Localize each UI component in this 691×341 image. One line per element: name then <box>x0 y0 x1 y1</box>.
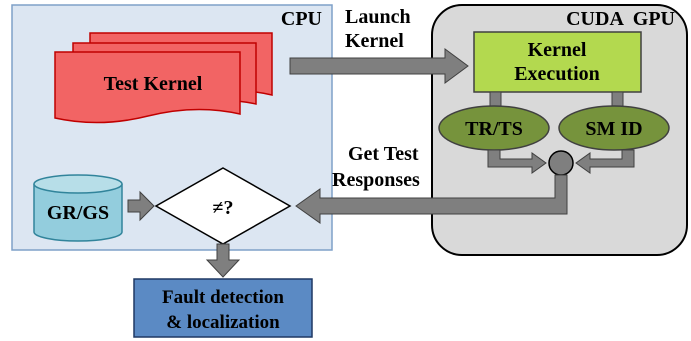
sm-id-oval <box>558 105 670 151</box>
connector-right <box>611 91 624 107</box>
gpu-label: CUDA GPU <box>566 8 675 30</box>
gr-gs-database: GR/GS <box>33 174 123 242</box>
fault-detection-label-2: & localization <box>166 312 280 333</box>
kernel-execution-label-1: Kernel <box>528 39 587 61</box>
kernel-execution-label-2: Execution <box>514 63 600 85</box>
get-test-responses-label-1: Get Test <box>348 143 419 165</box>
test-kernel-page-front <box>54 51 241 124</box>
gr-gs-cylinder-top <box>33 174 123 194</box>
test-kernel-stack: Test Kernel <box>54 32 273 124</box>
launch-kernel-label-2: Kernel <box>345 30 404 52</box>
compare-to-fault-arrow <box>205 243 241 278</box>
merge-arrow-right <box>575 149 635 174</box>
tr-ts-label: TR/TS <box>465 118 523 140</box>
merge-circle <box>548 150 574 176</box>
fault-detection-box <box>133 278 313 338</box>
merge-arrow-left <box>487 149 547 174</box>
fault-detection-label-1: Fault detection <box>162 287 284 308</box>
get-test-responses-label-2: Responses <box>332 169 420 191</box>
gr-gs-cylinder-body <box>33 184 123 242</box>
kernel-execution-box <box>473 31 642 93</box>
test-kernel-label: Test Kernel <box>104 73 203 95</box>
compare-label: ≠? <box>213 197 234 219</box>
launch-kernel-arrow <box>289 48 469 84</box>
cpu-label: CPU <box>281 8 322 30</box>
get-test-responses-arrow <box>295 174 568 224</box>
connector-left <box>489 91 502 107</box>
gr-gs-label: GR/GS <box>47 202 109 224</box>
gr-gs-to-compare-arrow <box>127 190 155 222</box>
sm-id-label: SM ID <box>585 118 642 140</box>
launch-kernel-label-1: Launch <box>345 6 411 28</box>
